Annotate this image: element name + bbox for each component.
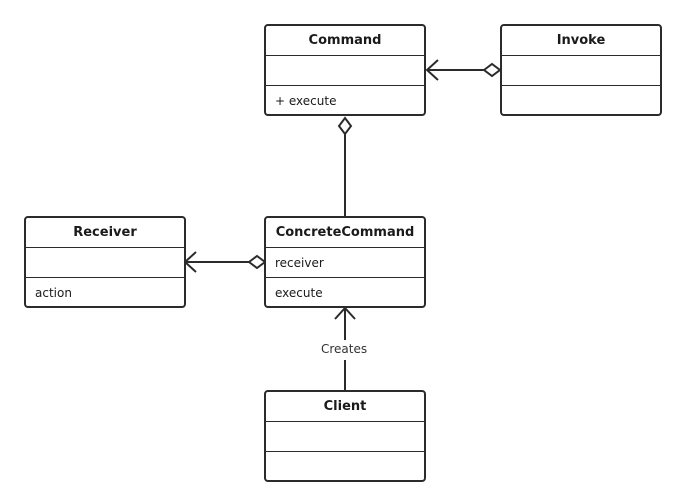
class-name: Command xyxy=(266,26,424,56)
class-name: Client xyxy=(266,392,424,422)
aggregation-diamond-invoke xyxy=(482,62,502,78)
arrow-head-to-command xyxy=(425,59,439,81)
aggregation-diamond-concrete xyxy=(247,254,267,270)
class-operations: + execute xyxy=(275,94,337,108)
class-name: ConcreteCommand xyxy=(266,218,424,248)
class-operations xyxy=(502,86,660,114)
class-operations xyxy=(266,452,424,480)
client-class[interactable]: Client xyxy=(264,390,426,482)
command-class[interactable]: Command + execute xyxy=(264,24,426,116)
concrete-command-class[interactable]: ConcreteCommand receiver execute xyxy=(264,216,426,308)
class-name: Receiver xyxy=(26,218,184,248)
class-operations: action xyxy=(35,286,72,300)
class-attributes xyxy=(26,248,184,278)
invoke-class[interactable]: Invoke xyxy=(500,24,662,116)
aggregation-diamond-command xyxy=(337,116,353,136)
class-attributes xyxy=(266,422,424,452)
class-name: Invoke xyxy=(502,26,660,56)
class-operations: execute xyxy=(275,286,323,300)
creates-label: Creates xyxy=(319,342,370,356)
class-attributes xyxy=(502,56,660,86)
receiver-class[interactable]: Receiver action xyxy=(24,216,186,308)
class-attributes xyxy=(266,56,424,86)
class-attributes: receiver xyxy=(266,248,424,278)
arrow-head-to-concrete xyxy=(334,306,356,320)
